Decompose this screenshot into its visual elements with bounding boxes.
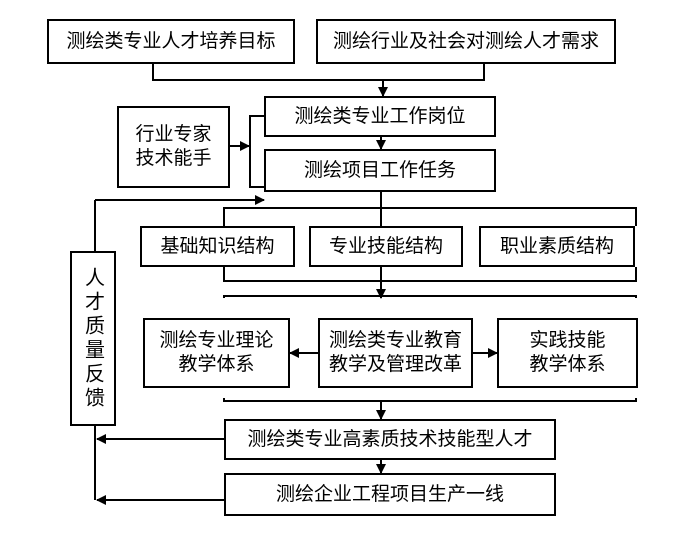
node-demand: 测绘行业及社会对测绘人才需求 xyxy=(316,19,616,64)
node-goal: 测绘类专业人才培养目标 xyxy=(47,19,295,64)
node-feedback: 人才质量反馈 xyxy=(70,251,116,426)
node-talent: 测绘类专业高素质技术技能型人才 xyxy=(224,419,556,460)
node-tasks: 测绘项目工作任务 xyxy=(264,149,496,192)
node-theory-system: 测绘专业理论 教学体系 xyxy=(143,318,290,388)
node-reform: 测绘类专业教育 教学及管理改革 xyxy=(318,318,473,388)
bracket-teaching-top xyxy=(223,295,637,298)
node-positions: 测绘类专业工作岗位 xyxy=(264,96,496,137)
node-career-quality: 职业素质结构 xyxy=(479,226,635,267)
connector-structures-merge xyxy=(223,267,637,282)
bracket-experts xyxy=(249,115,264,188)
node-basic-knowledge: 基础知识结构 xyxy=(140,226,295,267)
node-practice-system: 实践技能 教学体系 xyxy=(497,318,638,388)
connector-goal-merge xyxy=(152,64,485,81)
bracket-teaching-bottom xyxy=(223,398,637,402)
node-experts: 行业专家 技术能手 xyxy=(117,106,230,188)
node-frontline: 测绘企业工程项目生产一线 xyxy=(224,473,556,516)
node-professional-skills: 专业技能结构 xyxy=(309,226,463,267)
connector-structures xyxy=(223,207,637,226)
